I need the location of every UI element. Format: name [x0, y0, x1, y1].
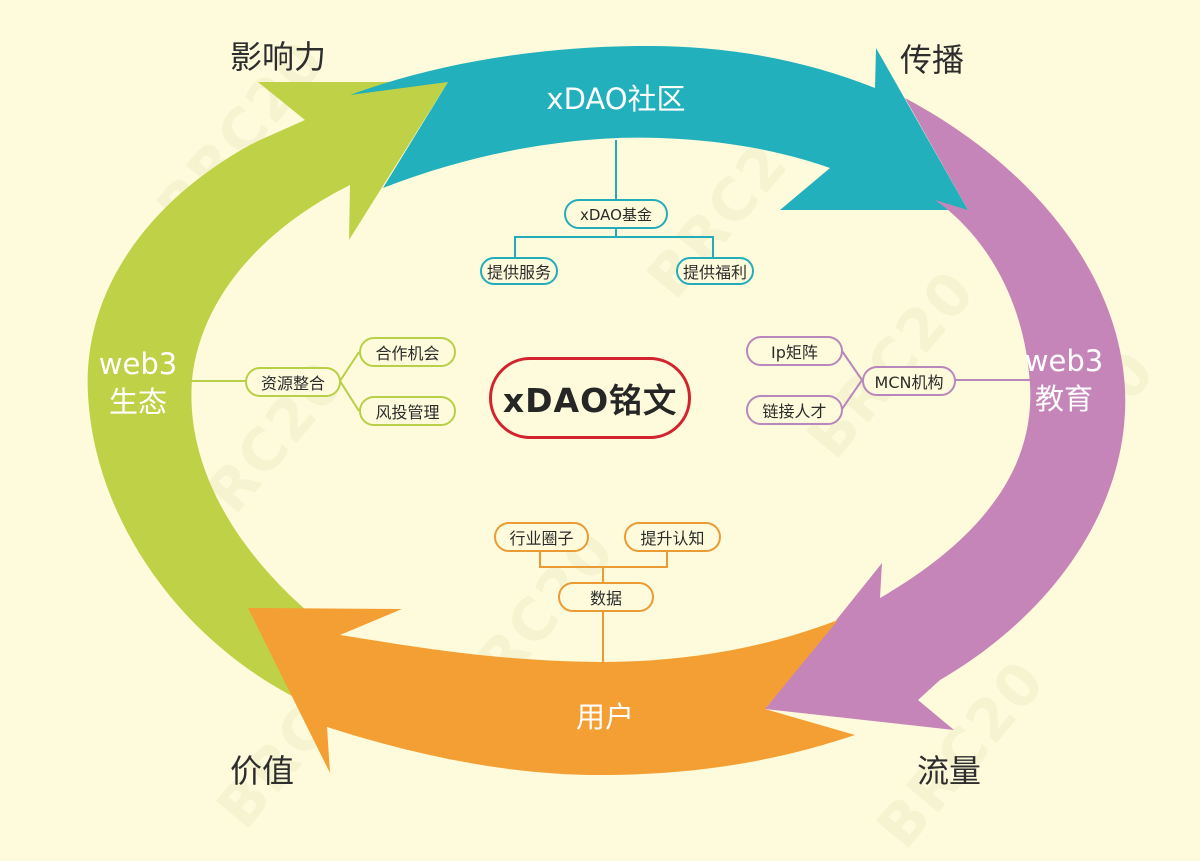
arrow-bottom-orange [248, 608, 855, 775]
arrow-label-line1: web3 [1024, 344, 1104, 378]
node-vc-management: 风投管理 [359, 396, 456, 426]
arrow-label-line2: 生态 [108, 385, 167, 419]
arrow-right-purple [765, 98, 1126, 730]
arrow-label-web3-ecosystem: web3 生态 [88, 345, 188, 421]
arrow-label-web3-education: web3 教育 [1014, 342, 1114, 418]
cycle-diagram [87, 45, 1126, 775]
node-cooperation: 合作机会 [359, 337, 456, 367]
node-link-talent: 链接人才 [746, 395, 843, 425]
node-provide-welfare: 提供福利 [676, 257, 754, 285]
node-ip-matrix: Ip矩阵 [746, 336, 843, 366]
node-data: 数据 [558, 582, 654, 612]
label-traffic: 流量 [917, 752, 982, 790]
arrow-top-teal [350, 45, 968, 210]
arrow-label-users: 用户 [575, 700, 634, 734]
arrow-label-line2: 教育 [1034, 382, 1093, 416]
label-value: 价值 [230, 752, 295, 790]
arrow-label-line1: web3 [98, 347, 178, 381]
node-industry-circle: 行业圈子 [494, 522, 589, 552]
label-influence: 影响力 [230, 38, 327, 76]
node-improve-cognition: 提升认知 [624, 522, 721, 552]
node-provide-service: 提供服务 [480, 257, 558, 285]
center-node: xDAO铭文 [489, 357, 691, 439]
arrow-left-green [87, 82, 448, 700]
node-mcn: MCN机构 [862, 366, 956, 396]
node-resource-integration: 资源整合 [245, 367, 341, 397]
arrow-label-xdao-community: xDAO社区 [546, 82, 686, 116]
label-spread: 传播 [900, 41, 965, 79]
node-xdao-fund: xDAO基金 [564, 199, 668, 229]
